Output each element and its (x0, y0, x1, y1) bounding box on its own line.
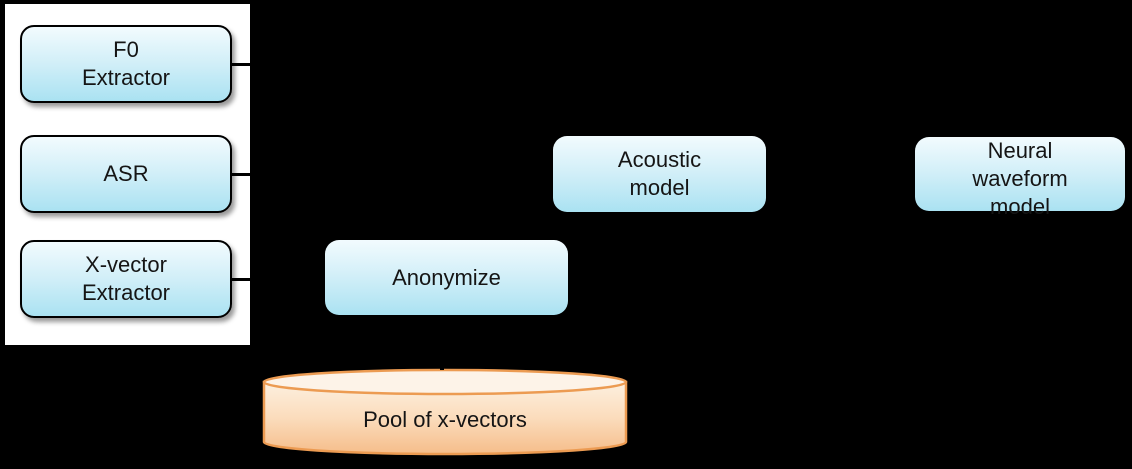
x-vector-pool-cylinder (262, 368, 628, 456)
anonymize-label: Anonymize (392, 264, 501, 290)
anonymize-box: Anonymize (325, 240, 568, 315)
acoustic-model-label: Acoustic model (617, 147, 702, 200)
x-vector-extractor-label: X-vector Extractor (81, 252, 171, 305)
x-vector-pool-label: Pool of x-vectors (363, 407, 527, 432)
x-vector-connector-line (230, 278, 250, 281)
x-vector-extractor-box: X-vector Extractor (20, 240, 232, 318)
cylinder-top (262, 368, 628, 396)
asr-connector-line (230, 173, 250, 176)
f0-connector-line (230, 63, 250, 66)
f0-extractor-label: F0 Extractor (81, 37, 171, 90)
arrow-tip-remnant (440, 361, 444, 370)
cylinder-body (262, 380, 628, 456)
neural-waveform-model-box: Neural waveform model (915, 137, 1125, 219)
f0-extractor-box: F0 Extractor (20, 25, 232, 103)
asr-box: ASR (20, 135, 232, 213)
acoustic-model-box: Acoustic model (553, 136, 766, 212)
asr-label: ASR (103, 161, 149, 186)
neural-waveform-model-label: Neural waveform model (972, 138, 1068, 219)
